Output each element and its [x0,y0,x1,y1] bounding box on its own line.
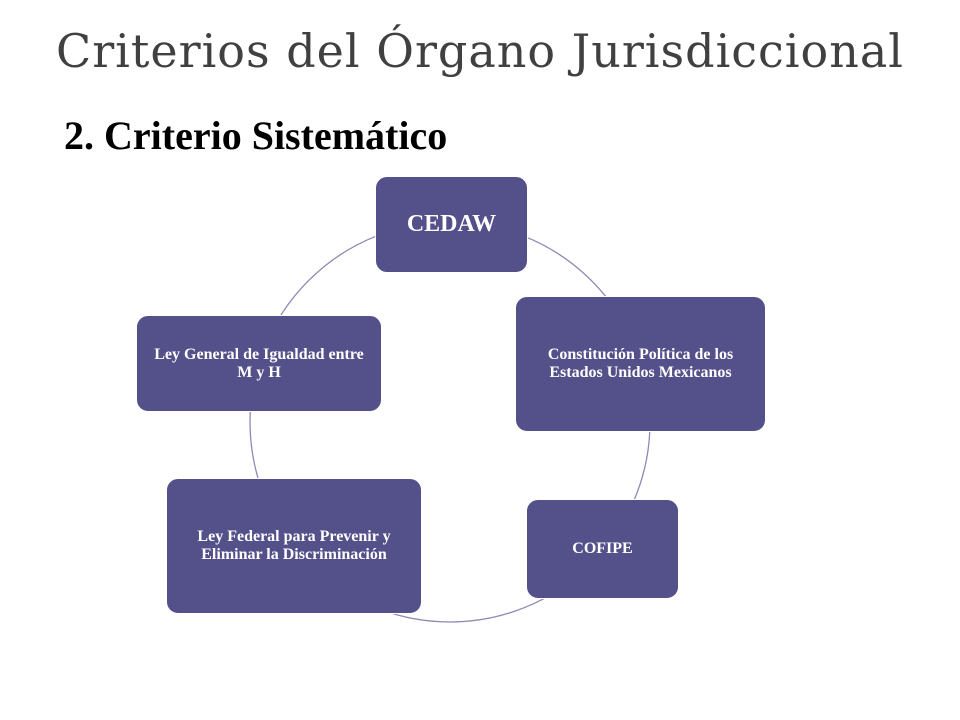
cycle-node-label: Constitución Política de los Estados Uni… [547,346,734,381]
slide-subtitle: 2. Criterio Sistemático [64,113,448,158]
cycle-node-label: CEDAW [406,211,497,238]
cycle-node-label: COFIPE [572,540,633,558]
cycle-node-cofipe: COFIPE [526,499,679,599]
cycle-node-label: Ley General de Igualdad entre M y H [154,345,364,381]
slide-title: Criterios del Órgano Jurisdiccional [56,24,904,78]
cycle-node-ley-federal: Ley Federal para Prevenir y Eliminar la … [166,478,422,614]
cycle-node-cedaw: CEDAW [375,176,528,273]
cycle-node-label: Ley Federal para Prevenir y Eliminar la … [197,528,391,563]
cycle-node-constitucion: Constitución Política de los Estados Uni… [515,296,766,432]
cycle-node-ley-general: Ley General de Igualdad entre M y H [136,315,382,412]
